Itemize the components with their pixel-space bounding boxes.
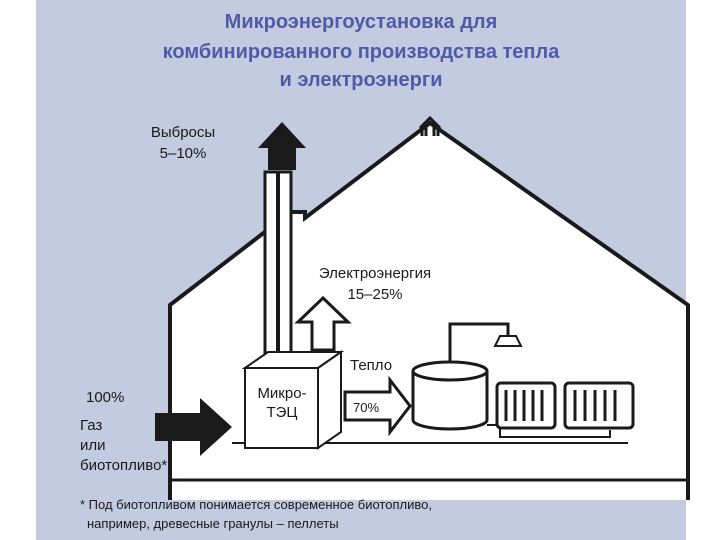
heat-value: 70%: [353, 400, 379, 415]
title-line-1: Микроэнергоустановка для: [224, 11, 498, 33]
input-value: 100%: [86, 389, 124, 406]
electricity-value: 15–25%: [347, 286, 402, 303]
radiator-icon: [495, 381, 557, 430]
input-line2: или: [80, 437, 106, 454]
footnote-line2: например, древесные гранулы – пеллеты: [87, 516, 339, 531]
shower-head-icon: [493, 335, 523, 347]
emissions-label: Выбросы: [151, 124, 215, 141]
chp-label-line1: Микро-: [257, 385, 306, 402]
chp-box-side: [317, 350, 342, 450]
heat-label: Тепло: [350, 357, 392, 374]
electricity-arrow: [294, 295, 352, 352]
emissions-arrow: [258, 122, 306, 170]
title-line-2: комбинированного производства тепла: [162, 41, 560, 63]
chp-box-front: [244, 367, 319, 449]
input-line3: биотопливо*: [80, 457, 167, 474]
chimney-inner: [276, 172, 280, 354]
emissions-value: 5–10%: [160, 145, 207, 162]
electricity-label: Электроэнергия: [319, 265, 431, 282]
heat-arrow: [343, 375, 412, 437]
roof-vent: [418, 115, 442, 136]
fuel-input-arrow: [155, 398, 232, 456]
water-tank: [411, 371, 489, 431]
radiator-icon: [563, 381, 635, 430]
footnote-line1: * Под биотопливом понимается современное…: [80, 497, 432, 512]
chp-label-line2: ТЭЦ: [266, 404, 297, 421]
input-line1: Газ: [80, 417, 102, 434]
water-tank-top: [411, 360, 489, 382]
shower-pipe: [448, 322, 510, 362]
title-line-3: и электроэнерги: [279, 69, 443, 91]
